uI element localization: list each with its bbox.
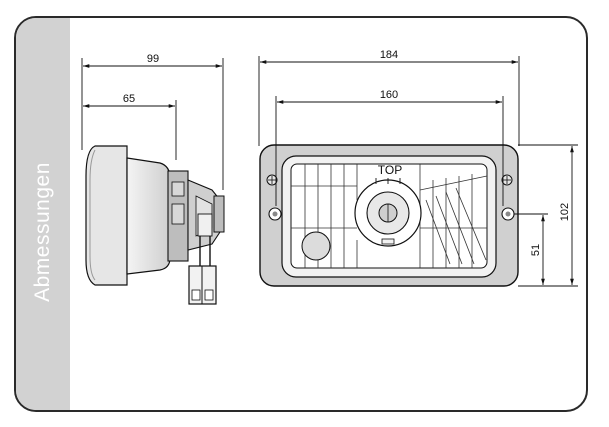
dim-label-51: 51 <box>530 244 542 256</box>
dim-label-184: 184 <box>380 49 398 61</box>
side-view <box>85 145 225 305</box>
front-dimensions: 184 160 102 51 <box>258 49 578 287</box>
top-orientation-mark: TOP <box>378 163 402 177</box>
dim-label-102: 102 <box>559 203 571 221</box>
sidebar-panel: Abmessungen <box>16 18 70 410</box>
side-lens-rim <box>85 145 128 286</box>
dim-label-99: 99 <box>147 53 159 65</box>
side-dimensions: 99 65 <box>81 53 224 190</box>
side-lens-highlight <box>89 149 96 281</box>
dim-label-65: 65 <box>123 93 135 105</box>
dim-label-160: 160 <box>380 89 398 101</box>
front-view: TOP <box>259 144 519 287</box>
lens-ribs <box>291 164 487 268</box>
side-housing <box>126 157 171 275</box>
front-auxiliary-lens <box>301 231 331 261</box>
